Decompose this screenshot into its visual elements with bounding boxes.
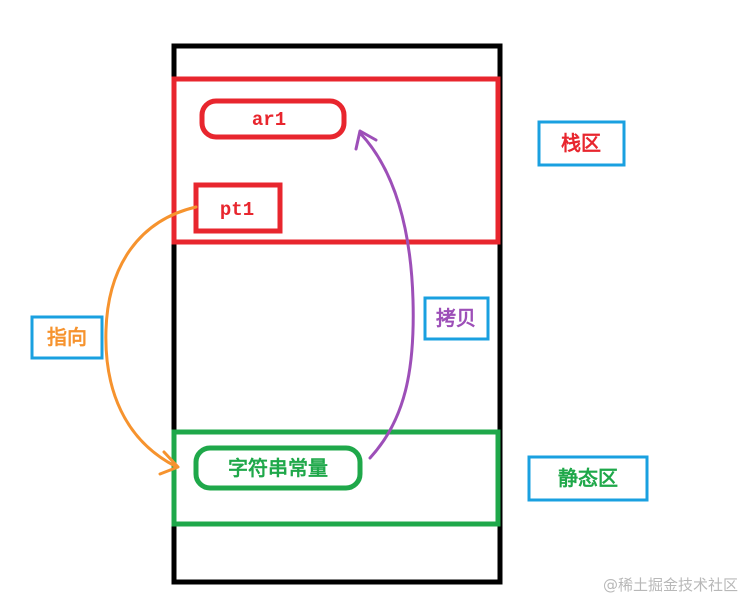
points-to-label-box — [30, 315, 104, 360]
copy-arrowhead — [354, 129, 378, 151]
ar1-label: ar1 — [252, 109, 286, 131]
stack-area-label: 栈区 — [561, 131, 601, 155]
memory-block — [171, 43, 503, 585]
string-constant-label: 字符串常量 — [228, 456, 328, 480]
points-to-label: 指向 — [47, 325, 87, 349]
pt1-label: pt1 — [220, 199, 254, 221]
points-to-arrow — [104, 205, 198, 468]
watermark: @稀土掘金技术社区 — [602, 576, 738, 594]
copy-label: 拷贝 — [436, 306, 476, 330]
copy-label-box — [423, 296, 490, 341]
stack-region — [171, 76, 501, 245]
stack-area-label-box — [537, 120, 626, 167]
static-area-label: 静态区 — [558, 466, 618, 490]
copy-arrow — [358, 131, 415, 460]
string-constant-box — [193, 445, 363, 491]
static-area-label-box — [527, 455, 649, 502]
points-to-arrowhead — [158, 450, 180, 476]
static-region — [171, 429, 501, 527]
ar1-box — [199, 98, 347, 140]
